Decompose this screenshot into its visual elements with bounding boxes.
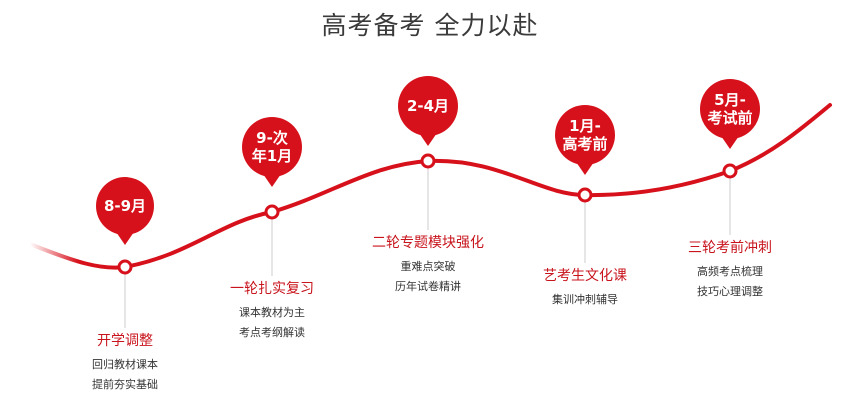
date-pin-line: 年1月 xyxy=(251,147,293,165)
stage-title: 艺考生文化课 xyxy=(543,268,627,284)
stage-description: 历年试卷精讲 xyxy=(395,280,461,293)
date-pin-label: 5月-考试前 xyxy=(695,91,765,127)
stage-title: 一轮扎实复习 xyxy=(230,281,314,297)
date-pin-label: 8-9月 xyxy=(90,197,160,215)
timeline-marker xyxy=(722,163,738,179)
stage-description: 高频考点梳理 xyxy=(697,265,763,278)
date-pin-line: 考试前 xyxy=(707,109,753,127)
date-pin-label: 1月-高考前 xyxy=(550,117,620,153)
stage-description: 重难点突破 xyxy=(400,260,456,273)
stage-description: 集训冲刺辅导 xyxy=(552,293,618,306)
stage-title: 三轮考前冲刺 xyxy=(688,240,772,256)
date-pin-line: 5月- xyxy=(714,91,746,109)
timeline-marker xyxy=(420,153,436,169)
stage-description: 提前夯实基础 xyxy=(92,378,158,391)
timeline-marker xyxy=(577,187,593,203)
date-pin-line: 8-9月 xyxy=(103,197,147,215)
date-pin xyxy=(398,76,458,136)
date-pin-line: 2-4月 xyxy=(406,97,450,115)
stage-description: 考点考纲解读 xyxy=(239,326,305,339)
timeline-marker xyxy=(264,204,280,220)
date-pin xyxy=(96,177,154,235)
date-pin-label: 2-4月 xyxy=(393,97,463,115)
date-pin-line: 1月- xyxy=(569,117,601,135)
date-pin-line: 9-次 xyxy=(256,129,288,147)
date-pin xyxy=(242,117,302,177)
stage-title: 二轮专题模块强化 xyxy=(372,235,484,251)
stage-description: 回归教材课本 xyxy=(92,358,158,371)
stage-description: 技巧心理调整 xyxy=(697,285,763,298)
date-pin-label: 9-次年1月 xyxy=(237,129,307,165)
date-pin xyxy=(700,79,760,139)
timeline-marker xyxy=(117,259,133,275)
page-title: 高考备考 全力以赴 xyxy=(321,11,539,40)
stage-description: 课本教材为主 xyxy=(239,306,305,319)
date-pin-line: 高考前 xyxy=(562,135,608,153)
date-pin xyxy=(555,105,615,165)
stage-title: 开学调整 xyxy=(97,333,153,349)
